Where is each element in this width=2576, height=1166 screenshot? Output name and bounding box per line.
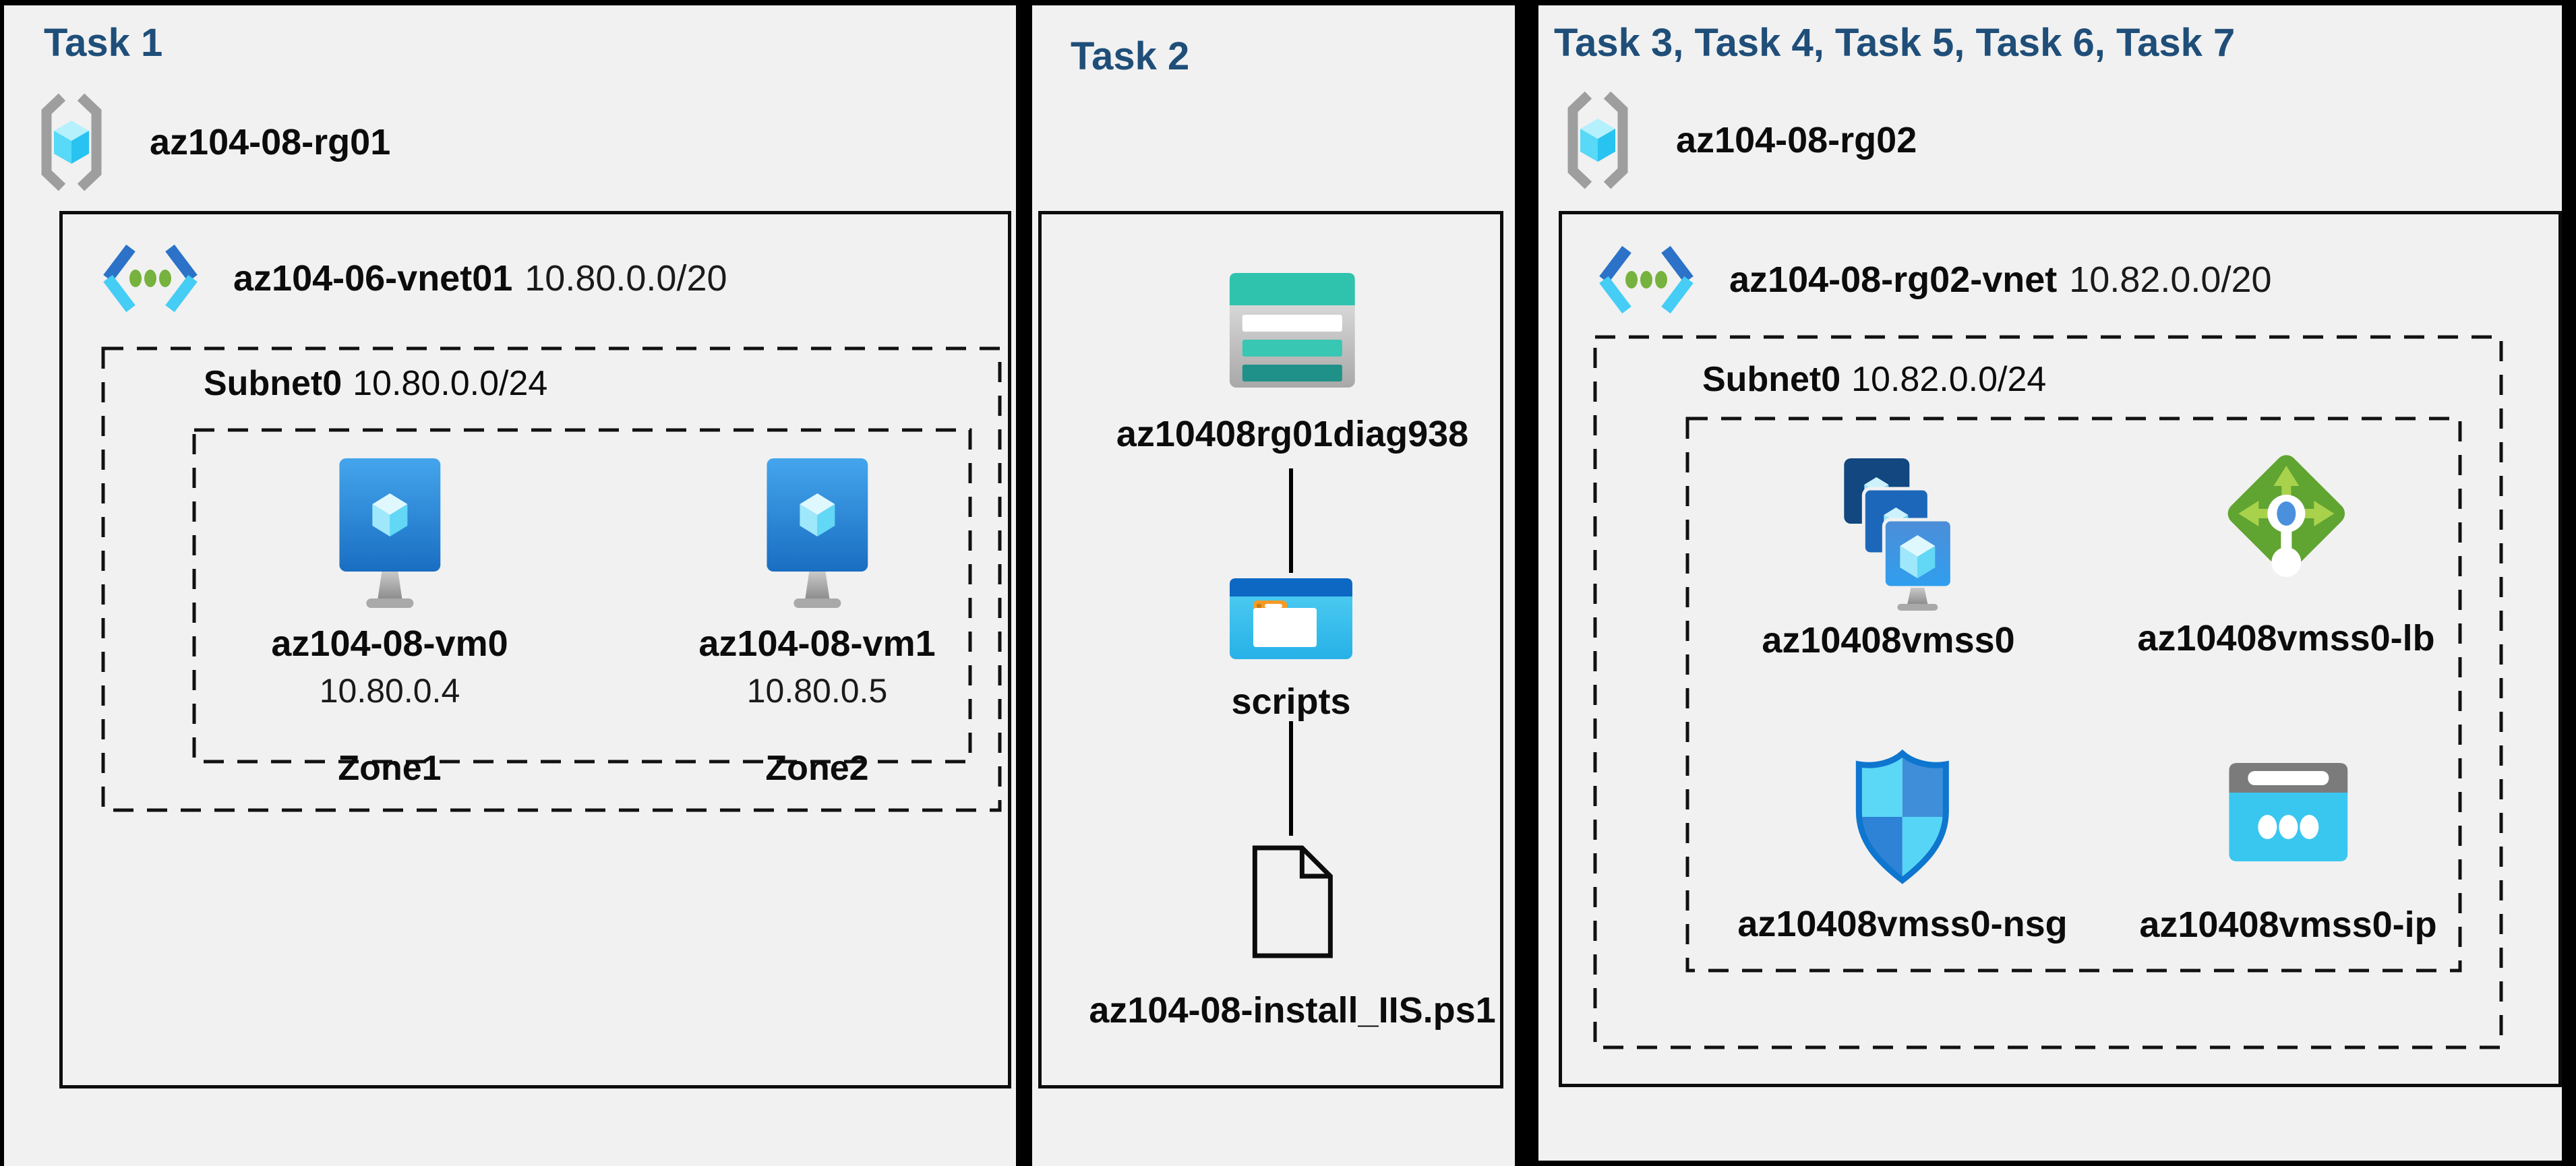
- panel-task3-7: Task 3, Task 4, Task 5, Task 6, Task 7 a…: [1538, 5, 2562, 1161]
- panel1-title: Task 1: [44, 21, 163, 65]
- vm-zone: Zone2: [765, 749, 869, 788]
- container-name: scripts: [1231, 681, 1351, 722]
- resource-dashed-border: [1685, 417, 2462, 973]
- virtual-network-icon: [103, 244, 198, 313]
- vnet-cidr: 10.80.0.0/20: [525, 258, 727, 299]
- public-ip-icon: [2229, 763, 2347, 861]
- virtual-network-icon: [1599, 245, 1694, 314]
- load-balancer-icon: [2227, 455, 2345, 577]
- vm-node: az104-08-vm1 10.80.0.5 Zone2: [698, 458, 936, 789]
- vm-node: az104-08-vm0 10.80.0.4 Zone1: [271, 458, 508, 789]
- public-ip-node: az10408vmss0-ip: [2139, 763, 2437, 946]
- connector-line: [1289, 468, 1293, 573]
- subnet-dashed-border: [1593, 335, 2503, 1049]
- blob-container-node: scripts: [1230, 578, 1352, 723]
- vm-group-box: az104-08-vm0 10.80.0.4 Zone1: [192, 428, 972, 788]
- vm-ip: 10.80.0.5: [746, 672, 888, 710]
- vnet-box: az104-06-vnet01 10.80.0.0/20 Subnet0 10.80…: [59, 211, 1011, 1088]
- vnet-box: az104-08-rg02-vnet 10.82.0.0/20 Subnet0 10…: [1559, 211, 2562, 1087]
- panel-task2: Task 2 az10408rg01diag938: [1032, 5, 1515, 1166]
- subnet-cidr: 10.82.0.0/24: [1851, 360, 2047, 399]
- resource-group-name: az104-08-rg01: [150, 122, 391, 162]
- resource-group-icon: [41, 93, 102, 191]
- storage-account-node: az10408rg01diag938: [1116, 273, 1468, 455]
- panel-task1: Task 1 az104-08-rg01: [4, 5, 1016, 1166]
- file-icon: [1252, 845, 1333, 958]
- virtual-machine-icon: [339, 458, 440, 608]
- vnet-header: az104-08-rg02-vnet 10.82.0.0/20: [1596, 243, 2272, 317]
- resource-group-box: az10408vmss0: [1685, 417, 2462, 973]
- vnet-name: az104-06-vnet01: [233, 258, 513, 299]
- storage-flow-box: az10408rg01diag938 scr: [1038, 211, 1503, 1088]
- vm-zone: Zone1: [338, 749, 442, 788]
- vmss-icon: [1844, 458, 1954, 611]
- load-balancer-node: az10408vmss0-lb: [2137, 450, 2435, 659]
- nsg-node: az10408vmss0-nsg: [1737, 749, 2068, 945]
- subnet-box: Subnet0 10.80.0.0/24: [101, 346, 1002, 812]
- resource-group-icon: [1567, 91, 1628, 189]
- resource-group-header: az104-08-rg02: [1564, 90, 1917, 191]
- vm-name: az104-08-vm0: [271, 623, 508, 664]
- vnet-cidr: 10.82.0.0/20: [2069, 259, 2272, 300]
- subnet-box: Subnet0 10.82.0.0/24: [1593, 335, 2503, 1049]
- subnet-dashed-border: [101, 346, 1002, 812]
- panel3-title: Task 3, Task 4, Task 5, Task 6, Task 7: [1554, 21, 2236, 65]
- resource-group-header: az104-08-rg01: [38, 92, 390, 193]
- vnet-label: az104-08-rg02-vnet 10.82.0.0/20: [1729, 259, 2272, 301]
- vmss-node: az10408vmss0: [1762, 458, 2015, 661]
- nsg-shield-icon: [1855, 749, 1949, 884]
- nsg-name: az10408vmss0-nsg: [1737, 904, 2068, 944]
- vnet-label: az104-06-vnet01 10.80.0.0/20: [233, 257, 727, 299]
- blob-container-icon: [1230, 578, 1352, 659]
- vm-name: az104-08-vm1: [698, 623, 936, 664]
- virtual-machine-icon: [767, 458, 868, 608]
- connector-line: [1289, 721, 1293, 836]
- load-balancer-name: az10408vmss0-lb: [2137, 618, 2435, 658]
- panel2-title: Task 2: [1071, 34, 1190, 78]
- storage-account-name: az10408rg01diag938: [1116, 414, 1469, 454]
- script-file-node: az104-08-install_IIS.ps1: [1089, 842, 1496, 1031]
- subnet-cidr: 10.80.0.0/24: [353, 364, 548, 403]
- vm-ip: 10.80.0.4: [319, 672, 460, 710]
- script-file-name: az104-08-install_IIS.ps1: [1089, 990, 1496, 1031]
- vnet-header: az104-06-vnet01 10.80.0.0/20: [100, 241, 727, 315]
- resource-group-name: az104-08-rg02: [1676, 120, 1917, 160]
- vmss-name: az10408vmss0: [1762, 620, 2015, 661]
- subnet-label: Subnet0 10.80.0.0/24: [204, 363, 547, 404]
- subnet-label: Subnet0 10.82.0.0/24: [1702, 359, 2046, 400]
- vm-group-dashed-border: [192, 428, 972, 764]
- public-ip-name: az10408vmss0-ip: [2139, 904, 2437, 945]
- vnet-name: az104-08-rg02-vnet: [1729, 259, 2058, 300]
- subnet-name: Subnet0: [204, 364, 342, 403]
- subnet-name: Subnet0: [1702, 360, 1841, 399]
- storage-account-icon: [1230, 273, 1355, 388]
